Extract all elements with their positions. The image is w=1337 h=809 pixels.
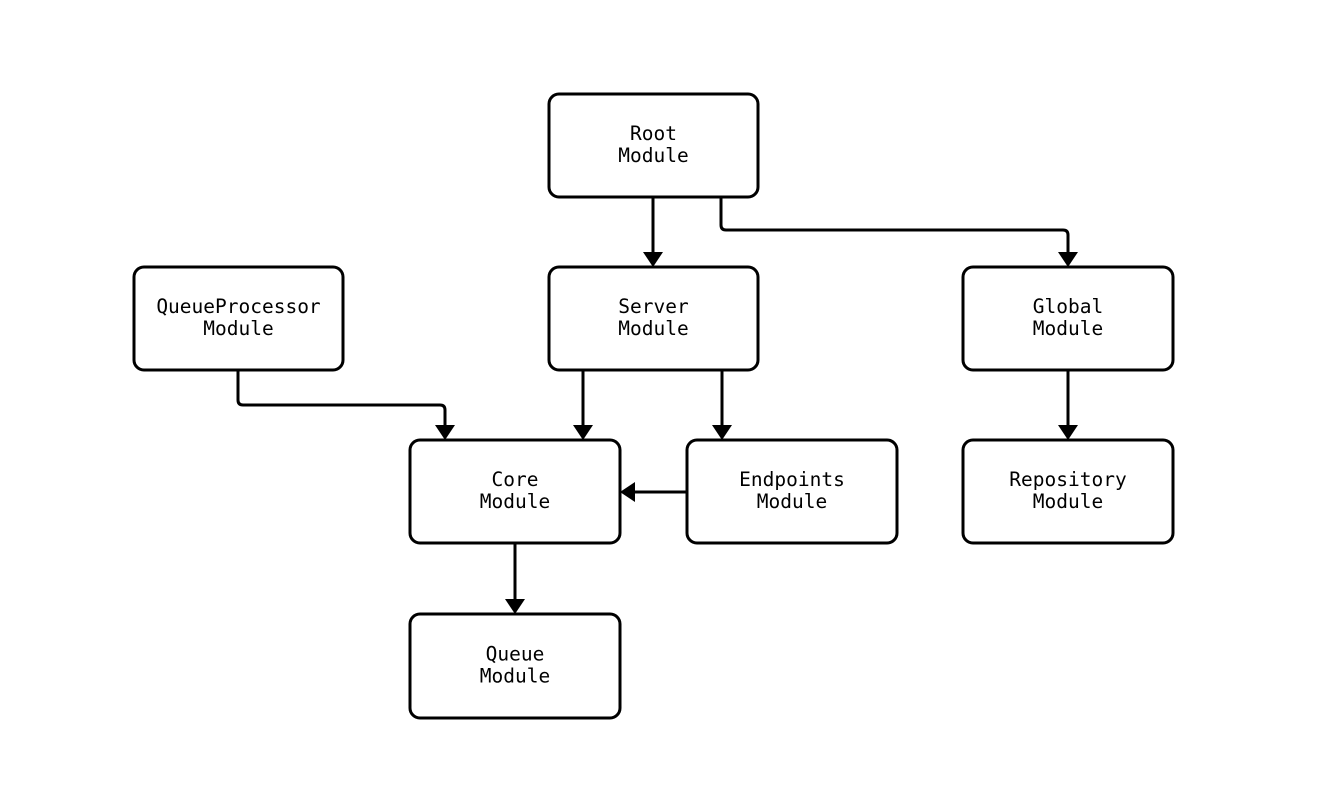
node-box[interactable] (961, 265, 1175, 372)
node-label-line2: Module (203, 317, 273, 340)
edge-server-to-core (573, 370, 593, 440)
nodes-layer: RootModuleQueueProcessorModuleServerModu… (132, 92, 1175, 720)
arrowhead-icon (1058, 425, 1078, 440)
node-box[interactable] (685, 438, 899, 545)
edges-layer (236, 197, 1078, 614)
arrowhead-icon (505, 599, 525, 614)
node-label-line2: Module (618, 317, 688, 340)
node-label-line2: Module (757, 490, 827, 513)
node-label-line1: Queue (486, 643, 545, 666)
edge-root-to-global (719, 197, 1078, 267)
edge-line (236, 370, 447, 425)
node-label-line1: Server (618, 295, 688, 318)
node-box[interactable] (547, 92, 760, 199)
node-label-line2: Module (480, 665, 550, 688)
node-box[interactable] (408, 612, 622, 720)
edge-server-to-endpoints (712, 370, 732, 440)
edge-queueprocessor-to-core (236, 370, 455, 440)
node-label-line2: Module (1033, 490, 1103, 513)
arrowhead-icon (712, 425, 732, 440)
node-label-line1: Global (1033, 295, 1103, 318)
node-label-line1: QueueProcessor (156, 295, 320, 318)
node-label-line2: Module (480, 490, 550, 513)
edge-line (719, 197, 1070, 252)
arrowhead-icon (643, 252, 663, 267)
edge-endpoints-to-core (620, 482, 687, 502)
node-box[interactable] (132, 265, 345, 372)
edge-root-to-server (643, 197, 663, 267)
edge-core-to-queue (505, 543, 525, 614)
arrowhead-icon (1058, 252, 1078, 267)
node-box[interactable] (961, 438, 1175, 545)
arrowhead-icon (573, 425, 593, 440)
node-box[interactable] (408, 438, 622, 545)
node-label-line1: Core (492, 468, 539, 491)
node-label-line1: Repository (1009, 468, 1126, 491)
node-label-line2: Module (1033, 317, 1103, 340)
node-label-line2: Module (618, 144, 688, 167)
edge-global-to-repository (1058, 370, 1078, 440)
node-label-line1: Endpoints (739, 468, 845, 491)
node-box[interactable] (547, 265, 760, 372)
arrowhead-icon (620, 482, 635, 502)
arrowhead-icon (435, 425, 455, 440)
node-label-line1: Root (630, 122, 677, 145)
